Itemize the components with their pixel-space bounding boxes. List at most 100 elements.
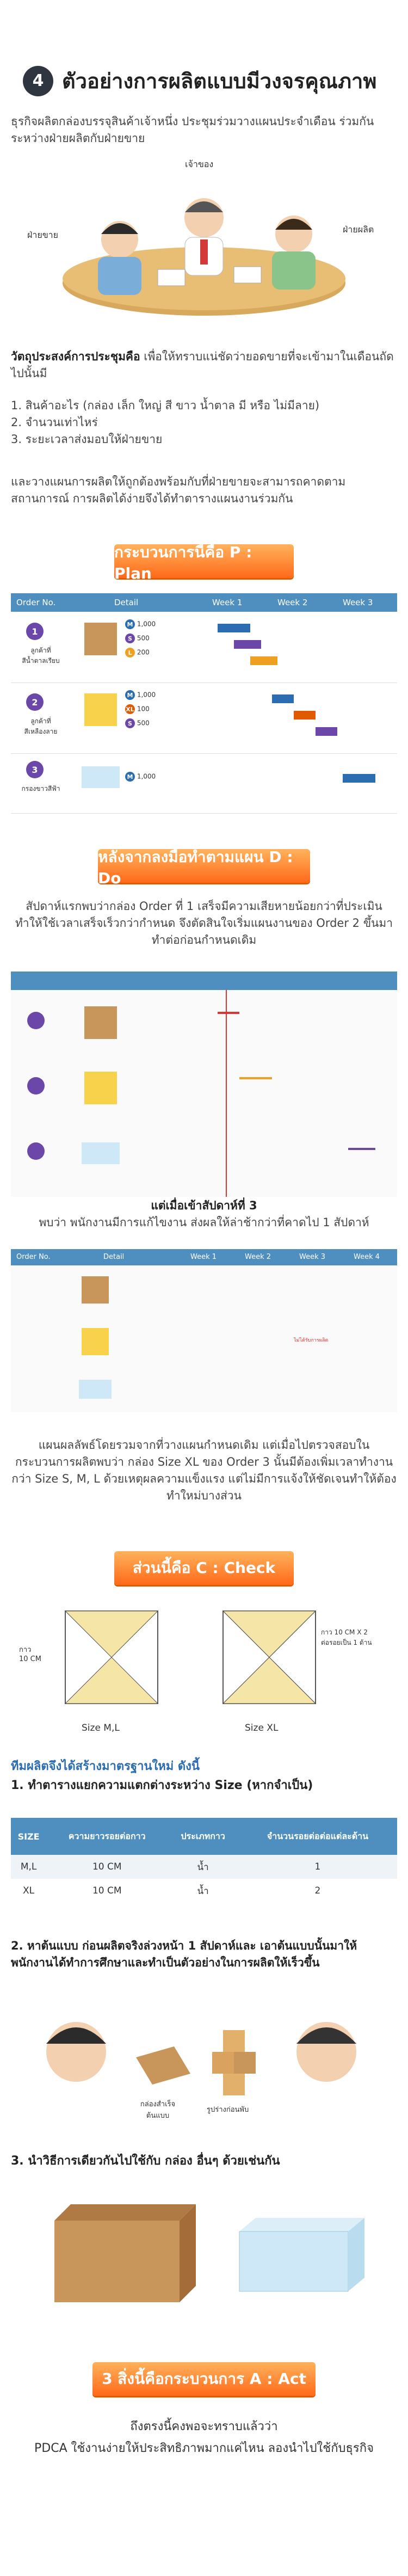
progress-arrow (239, 1077, 272, 1079)
blue-box-image (82, 1142, 120, 1164)
gantt-bar (250, 656, 277, 665)
size-col-joints: จำนวนรอยต่อต่อแต่ละด้าน (238, 1818, 397, 1855)
box-diagram-xl (218, 1606, 321, 1709)
solution-item-2: 2. หาต้นแบบ ก่อนผลิตจริงล่วงหน้า 1 สัปดา… (11, 1939, 357, 1969)
caption-xl: Size XL (245, 1723, 279, 1733)
order-number: 2 (26, 693, 44, 711)
plan-summary-text: และวางแผนการผลิตให้ถูกต้องพร้อมกับที่ฝ่า… (11, 475, 346, 505)
gantt-bar (316, 727, 337, 736)
plan-col-week3: Week 3 (343, 598, 373, 607)
solution-item-3: 3. นำวิธีการเดียวกันไปใช้กับ กล่อง อื่นๆ… (11, 2154, 280, 2168)
table-row: XL 10 CM น้ำ 2 (11, 1879, 397, 1903)
gantt-bar (272, 694, 294, 703)
order-number-badge (27, 1142, 45, 1160)
table-row: 2 ลูกค้าที่ สีเหลืองลาย M 1,000 XL 100 S… (11, 683, 397, 754)
flat-box-xl-image (222, 1610, 317, 1704)
progress-arrow (348, 1148, 375, 1150)
blue-box-image (79, 1380, 112, 1399)
order-items: M 1,000 XL 100 S 500 (125, 690, 156, 728)
week3-heading: แต่เมื่อเข้าสัปดาห์ที่ 3 (151, 1199, 257, 1212)
plan-table-header (11, 593, 397, 612)
label-sales: ฝ่ายขาย (27, 230, 59, 240)
caption-ml: Size M,L (82, 1723, 120, 1733)
closing-line-2: PDCA ใช้งานง่ายให้ประสิทธิภาพมากแค่ไหน ล… (34, 2442, 374, 2455)
prototype-illustration: กล่องสำเร็จต้นแบบ รูปร่างก่อนพับ (33, 1992, 375, 2134)
check-intro-text: แผนผลลัพธ์โดยรวมจากที่วางแผนกำหนดเดิม แต… (11, 1438, 397, 1502)
yellow-box-image (84, 693, 117, 726)
order-number: 3 (26, 761, 44, 778)
sample-label: กล่องสำเร็จต้นแบบ (140, 2100, 176, 2120)
do-table (11, 972, 397, 1197)
order-number-badge (27, 1012, 45, 1029)
meeting-scene-image (63, 198, 345, 316)
size-col-glue-length: ความยาวรอยต่อกาว (46, 1818, 168, 1855)
gantt-bar (234, 640, 261, 649)
section-title: ตัวอย่างการผลิตแบบมีวงจรคุณภาพ (62, 69, 377, 93)
box-diagram-ml (60, 1606, 163, 1709)
size-table: SIZE ความยาวรอยต่อกาว ประเภทกาว จำนวนรอย… (11, 1818, 397, 1903)
week3-col-week4: Week 4 (354, 1253, 380, 1261)
label-production: ฝ่ายผลิต (343, 224, 374, 235)
gantt-bar (343, 774, 375, 783)
plan-col-order: Order No. (16, 598, 56, 607)
brown-box-image (84, 1006, 117, 1039)
gantt-bar (218, 624, 250, 632)
glue-label-xl: กาว 10 CM X 2 ต่อรอยเป็น 1 ด้าน (321, 1628, 372, 1646)
week3-col-week2: Week 2 (245, 1253, 271, 1261)
sample-label-2: รูปร่างก่อนพับ (207, 2106, 249, 2114)
plan-table: Order No. Detail Week 1 Week 2 Week 3 1 … (11, 593, 397, 827)
brown-box-image (82, 1276, 109, 1304)
week3-col-week1: Week 1 (190, 1253, 217, 1261)
yellow-box-image (82, 1328, 109, 1355)
label-owner: เจ้าของ (185, 159, 214, 169)
do-text: สัปดาห์แรกพบว่ากล่อง Order ที่ 1 เสร็จมี… (15, 900, 393, 946)
glue-label-ml: กาว 10 CM (19, 1646, 41, 1663)
brown-box-image (84, 623, 117, 655)
order-name: ลูกค้าที่ สีน้ำตาลเรียบ (22, 647, 60, 665)
plan-col-week2: Week 2 (277, 598, 308, 607)
week3-table: Order No. Detail Week 1 Week 2 Week 3 We… (11, 1249, 397, 1412)
order-name: กรองขาวสีฟ้า (21, 785, 60, 792)
week3-col-week3: Week 3 (299, 1253, 326, 1261)
do-banner: หลังจากลงมือทำตามแผน D : Do (98, 848, 310, 887)
plan-col-week1: Week 1 (212, 598, 243, 607)
week3-text: พบว่า พนักงานมีการแก้ไขงาน ส่งผลให้ล่าช้… (39, 1216, 369, 1229)
meeting-illustration: เจ้าของ ฝ่ายขาย ฝ่ายผลิต (22, 158, 386, 321)
objective-item: 2. จำนวนเท่าไหร่ (11, 416, 98, 429)
order-number-badge (27, 1077, 45, 1095)
other-boxes-illustration (44, 2188, 370, 2313)
objective-item: 1. สินค้าอะไร (กล่อง เล็ก ใหญ่ สี ขาว น้… (11, 399, 320, 412)
plan-col-detail: Detail (114, 598, 139, 607)
blue-box-image (82, 766, 120, 788)
objective-text: เพื่อให้ทราบแน่ชัดว่ายอดขายที่จะเข้ามาใน… (11, 350, 394, 380)
boxes-image (54, 2204, 364, 2302)
prototype-scene-image (46, 2022, 356, 2095)
section-header: 4 ตัวอย่างการผลิตแบบมีวงจรคุณภาพ (0, 64, 408, 97)
flat-box-ml-image (64, 1610, 159, 1704)
solution-item-1: 1. ทำตารางแยกความแตกต่างระหว่าง Size (หา… (11, 1779, 313, 1792)
solution-heading: ทีมผลิตจึงได้สร้างมาตรฐานใหม่ ดังนี้ (11, 1760, 200, 1773)
objective-item: 3. ระยะเวลาส่งมอบให้ฝ่ายขาย (11, 433, 163, 446)
gantt-bar (294, 711, 316, 720)
plan-banner: กระบวนการนี้คือ P : Plan (114, 543, 294, 582)
week3-col-detail: Detail (103, 1253, 125, 1261)
week3-col-order: Order No. (16, 1253, 51, 1261)
order-name: ลูกค้าที่ สีเหลืองลาย (24, 717, 58, 735)
intro-text: ธุรกิจผลิตกล่องบรรจุสินค้าเจ้าหนึ่ง ประช… (11, 115, 374, 145)
order-number: 1 (26, 623, 44, 640)
delay-note: ไม่ได้รับการผลิต (294, 1338, 329, 1343)
progress-arrow (218, 1012, 239, 1014)
week3-table-header (11, 1249, 397, 1265)
closing-line-1: ถึงตรงนี้คงพอจะทราบแล้วว่า (130, 2420, 278, 2433)
section-number-badge: 4 (23, 65, 53, 96)
act-banner: 3 สิ่งนี้คือกระบวนการ A : Act (92, 2362, 316, 2396)
objective-heading: วัตถุประสงค์การประชุมคือ (11, 350, 140, 363)
table-row: 3 กรองขาวสีฟ้า M 1,000 (11, 753, 397, 814)
objective-list: 1. สินค้าอะไร (กล่อง เล็ก ใหญ่ สี ขาว น้… (11, 397, 397, 448)
table-row: 1 ลูกค้าที่ สีน้ำตาลเรียบ M 1,000 S 500 … (11, 612, 397, 683)
order-items: M 1,000 (125, 772, 156, 782)
size-col-size: SIZE (11, 1818, 47, 1855)
order-items: M 1,000 S 500 L 200 (125, 619, 156, 657)
size-col-glue-type: ประเภทกาว (168, 1818, 238, 1855)
objective-block: วัตถุประสงค์การประชุมคือ เพื่อให้ทราบแน่… (11, 348, 397, 382)
